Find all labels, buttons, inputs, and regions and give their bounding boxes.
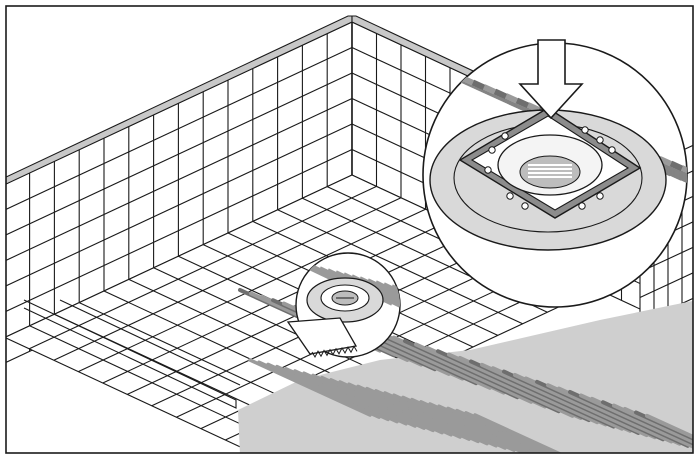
flange-screw-hole — [506, 192, 514, 200]
trowel-blade — [286, 317, 358, 355]
mortar-ridge — [645, 413, 693, 439]
floor-tile-grout-line — [29, 185, 377, 350]
flange-screw-hole — [596, 192, 604, 200]
notched-trowel-icon — [286, 317, 358, 359]
flange-screw-hole — [484, 166, 492, 174]
magnifier-contents — [423, 57, 699, 273]
floor-tile-grout-line — [53, 197, 402, 361]
floor-joint-line — [59, 299, 241, 386]
left-wall-tile-grout-line — [6, 123, 353, 287]
down-arrow-icon — [518, 39, 584, 120]
magnifier-detail-icon — [422, 42, 699, 308]
figure-frame — [5, 5, 694, 454]
flange-screw-hole — [521, 202, 529, 210]
flange-screw-hole — [581, 126, 589, 134]
left-wall-tile-grout-line — [6, 98, 353, 261]
flange-screw-hole — [578, 202, 586, 210]
drain-on-floor — [295, 252, 401, 358]
left-wall-tile-grout-line — [6, 47, 353, 210]
down-arrow-shape — [518, 39, 584, 120]
flange-screw-hole — [501, 132, 509, 140]
trowel-notches — [311, 345, 358, 359]
floor-tile-grout-line — [6, 174, 353, 338]
flange-screw-hole — [488, 146, 496, 154]
floor-tile-grout-line — [78, 208, 426, 373]
mortar-ridge — [473, 413, 563, 453]
floor-step-edge — [23, 299, 237, 409]
left-wall-tile-grout-line — [6, 149, 353, 312]
flange-screw-hole — [596, 136, 604, 144]
magnified-mortar-ridge — [693, 173, 699, 273]
floor-detail-contents — [296, 260, 400, 328]
left-wall-tile-grout-line — [6, 72, 353, 236]
left-wall-tile-face — [6, 22, 352, 363]
flange-screw-hole — [608, 146, 616, 154]
